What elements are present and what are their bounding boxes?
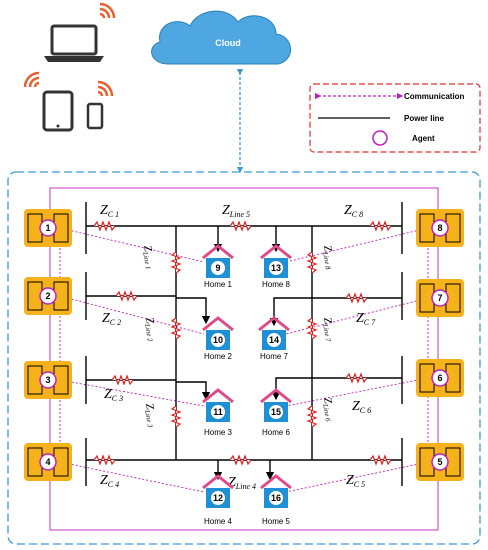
zline5-label: ZLine 5 — [222, 203, 250, 219]
legend-power-line: Power line — [404, 114, 445, 123]
agent-1: 1 — [23, 208, 73, 248]
home-16: 16 Home 5 — [259, 474, 293, 526]
zline3-label: ZLine 3 — [142, 402, 159, 428]
tablet-icon — [42, 90, 74, 132]
zc5-label: ZC 5 — [346, 473, 365, 489]
home-10: 10 Home 2 — [201, 316, 235, 361]
home-9-number: 9 — [215, 263, 220, 273]
agent-5: 5 — [415, 442, 465, 482]
agent-4-number: 4 — [45, 457, 50, 467]
zc8-label: ZC 8 — [344, 203, 363, 219]
legend: Communication Power line Agent — [309, 83, 481, 153]
home-13: 13 Home 8 — [259, 244, 293, 289]
home-1-label: Home 1 — [204, 280, 233, 289]
agent-3-number: 3 — [45, 375, 50, 385]
home-9: 9 Home 1 — [201, 244, 235, 289]
agent-8: 8 — [415, 208, 465, 248]
cloud-label: Cloud — [215, 38, 241, 48]
agent-7: 7 — [415, 278, 465, 318]
home-15: 15 Home 6 — [259, 388, 293, 437]
agent-1-number: 1 — [45, 223, 50, 233]
home-11-number: 11 — [213, 407, 223, 417]
impedance-labels: ZC 1 ZC 2 ZC 3 ZC 4 ZC 5 ZC 6 ZC 7 ZC 8 … — [100, 203, 376, 491]
zline2-label: ZLine 2 — [142, 316, 159, 342]
agent-6: 6 — [415, 358, 465, 398]
zc3-label: ZC 3 — [104, 387, 123, 403]
home-11: 11 Home 3 — [201, 388, 235, 437]
home-10-number: 10 — [213, 335, 223, 345]
home-14: 14 Home 7 — [257, 316, 291, 361]
home-15-number: 15 — [271, 407, 281, 417]
zline7-label: ZLine 7 — [320, 316, 337, 342]
zline1-label: ZLine 1 — [140, 244, 157, 270]
home-16-number: 16 — [271, 493, 281, 503]
agent-8-number: 8 — [437, 223, 442, 233]
agent-5-number: 5 — [437, 457, 442, 467]
legend-agent: Agent — [412, 134, 435, 143]
legend-communication: Communication — [404, 92, 465, 101]
communication-links — [59, 227, 429, 493]
home-12: 12 Home 4 — [201, 474, 235, 526]
agent-2-number: 2 — [45, 291, 50, 301]
home-2-label: Home 2 — [204, 352, 233, 361]
zc1-label: ZC 1 — [100, 203, 119, 219]
zc6-label: ZC 6 — [352, 399, 371, 415]
zc4-label: ZC 4 — [100, 473, 119, 489]
microgrid-frame — [7, 171, 481, 545]
wifi-icon — [98, 2, 116, 20]
home-8-label: Home 8 — [262, 280, 291, 289]
agent-3: 3 — [23, 360, 73, 400]
resistors — [93, 220, 392, 466]
zline6-label: ZLine 6 — [320, 396, 337, 422]
zline4-label: ZLine 4 — [228, 475, 256, 491]
home-6-label: Home 6 — [262, 428, 291, 437]
power-network — [85, 202, 403, 486]
agent-4: 4 — [23, 442, 73, 482]
zc7-label: ZC 7 — [356, 311, 376, 327]
legend-agent-swatch — [372, 130, 388, 146]
home-7-label: Home 7 — [260, 352, 289, 361]
zline8-label: ZLine 8 — [320, 244, 337, 270]
home-14-number: 14 — [269, 335, 279, 345]
home-4-label: Home 4 — [204, 517, 233, 526]
wifi-icon — [96, 80, 114, 98]
laptop-icon — [44, 24, 104, 62]
phone-icon — [86, 102, 104, 130]
agent-6-number: 6 — [437, 373, 442, 383]
home-3-label: Home 3 — [204, 428, 233, 437]
home-5-label: Home 5 — [262, 517, 291, 526]
home-13-number: 13 — [271, 263, 281, 273]
agent-2: 2 — [23, 276, 73, 316]
home-12-number: 12 — [213, 493, 223, 503]
cloud-icon — [151, 10, 291, 65]
wifi-icon — [23, 71, 41, 89]
agent-7-number: 7 — [437, 293, 442, 303]
zc2-label: ZC 2 — [102, 311, 121, 327]
